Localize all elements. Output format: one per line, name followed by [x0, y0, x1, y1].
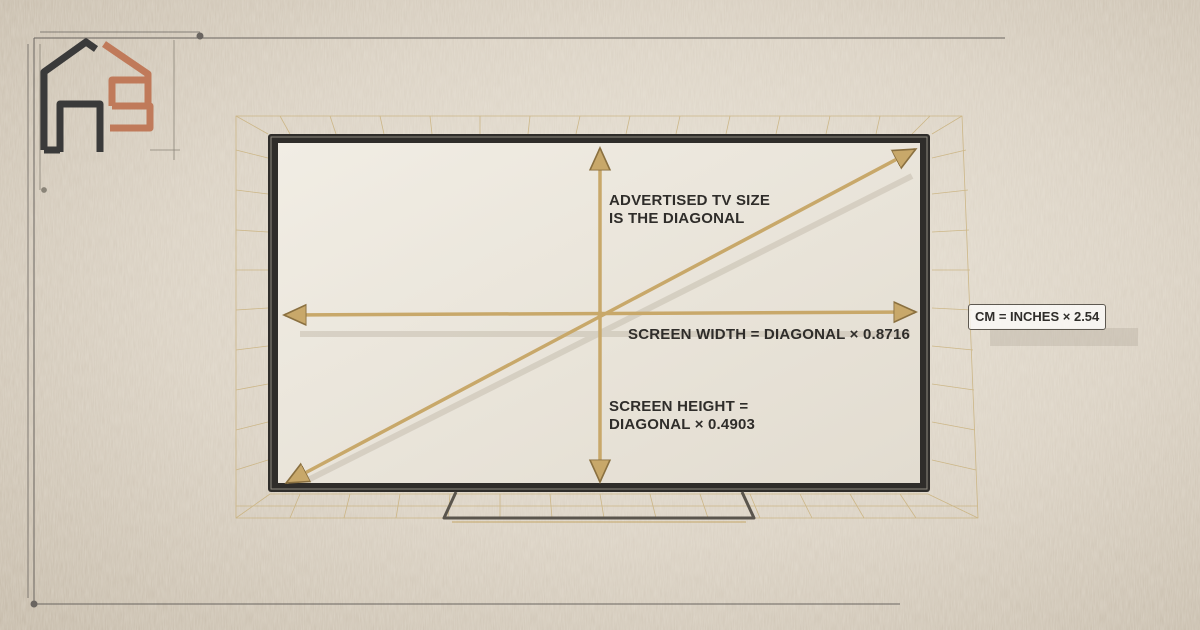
center-point	[597, 311, 603, 317]
page-frame	[27, 31, 1005, 608]
height-label-line2: DIAGONAL × 0.4903	[609, 416, 756, 433]
diagonal-label: ADVERTISED TV SIZE IS THE DIAGONAL	[609, 192, 770, 228]
logo-house-accent	[102, 41, 154, 132]
measurement-arrows	[286, 150, 914, 482]
tv-stand	[442, 491, 756, 520]
conversion-badge: CM = INCHES × 2.54	[968, 304, 1107, 330]
diagonal-label-line2: IS THE DIAGONAL	[609, 210, 745, 227]
house-hs-logo-icon	[39, 38, 180, 193]
logo-house-dark	[40, 38, 104, 154]
height-label: SCREEN HEIGHT = DIAGONAL × 0.4903	[609, 398, 755, 434]
tv-bezel-highlight	[270, 136, 928, 490]
diagonal-label-line1: ADVERTISED TV SIZE	[609, 192, 771, 209]
width-label: SCREEN WIDTH = DIAGONAL × 0.8716	[628, 326, 911, 343]
badge-shadow	[990, 328, 1138, 346]
height-label-line1: SCREEN HEIGHT =	[609, 398, 749, 415]
